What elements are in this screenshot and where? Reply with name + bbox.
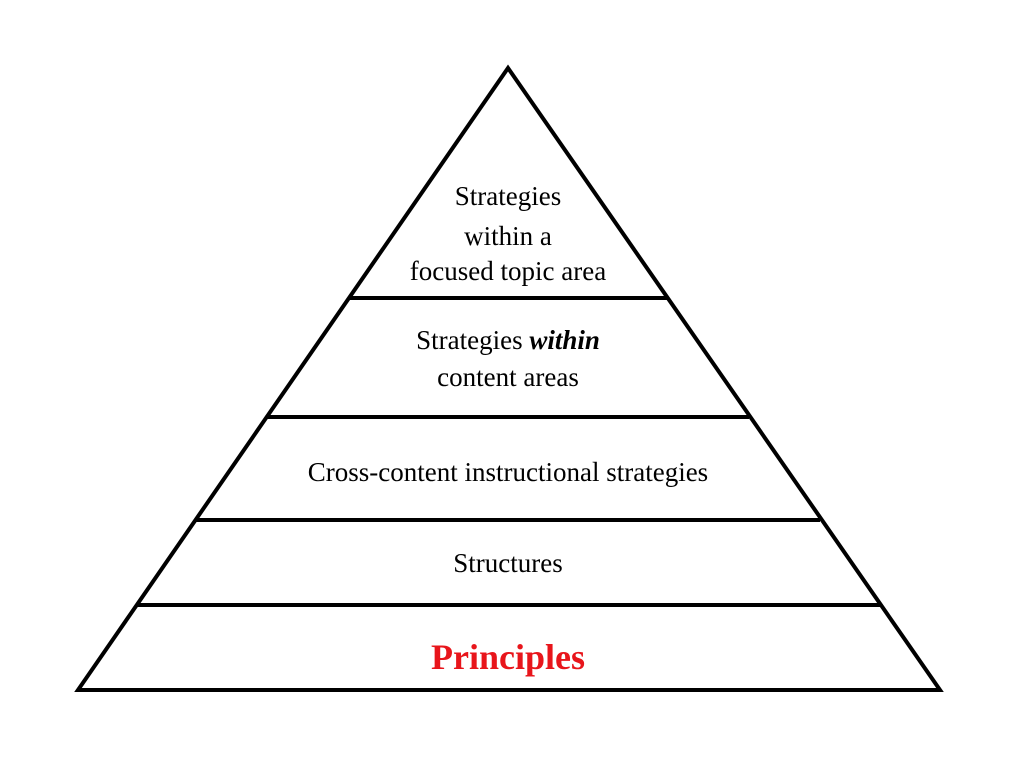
- tier-focused-topic: Strategies within a focused topic area: [410, 181, 606, 286]
- tier-within-content: Strategies within content areas: [416, 325, 600, 392]
- tier-cross-content: Cross-content instructional strategies: [308, 457, 708, 487]
- tier-within-content-line-1: Strategies within: [416, 325, 600, 355]
- tier-within-content-prefix: Strategies: [416, 325, 529, 355]
- tier-within-content-emphasis: within: [529, 325, 600, 355]
- tier-within-content-line-2: content areas: [437, 362, 579, 392]
- tier-principles: Principles: [431, 637, 585, 677]
- tier-focused-topic-line-2: within a: [464, 221, 552, 251]
- pyramid-outline: [74, 64, 944, 692]
- tier-structures: Structures: [453, 548, 562, 578]
- tier-focused-topic-line-1: Strategies: [455, 181, 561, 211]
- tier-focused-topic-line-3: focused topic area: [410, 256, 606, 286]
